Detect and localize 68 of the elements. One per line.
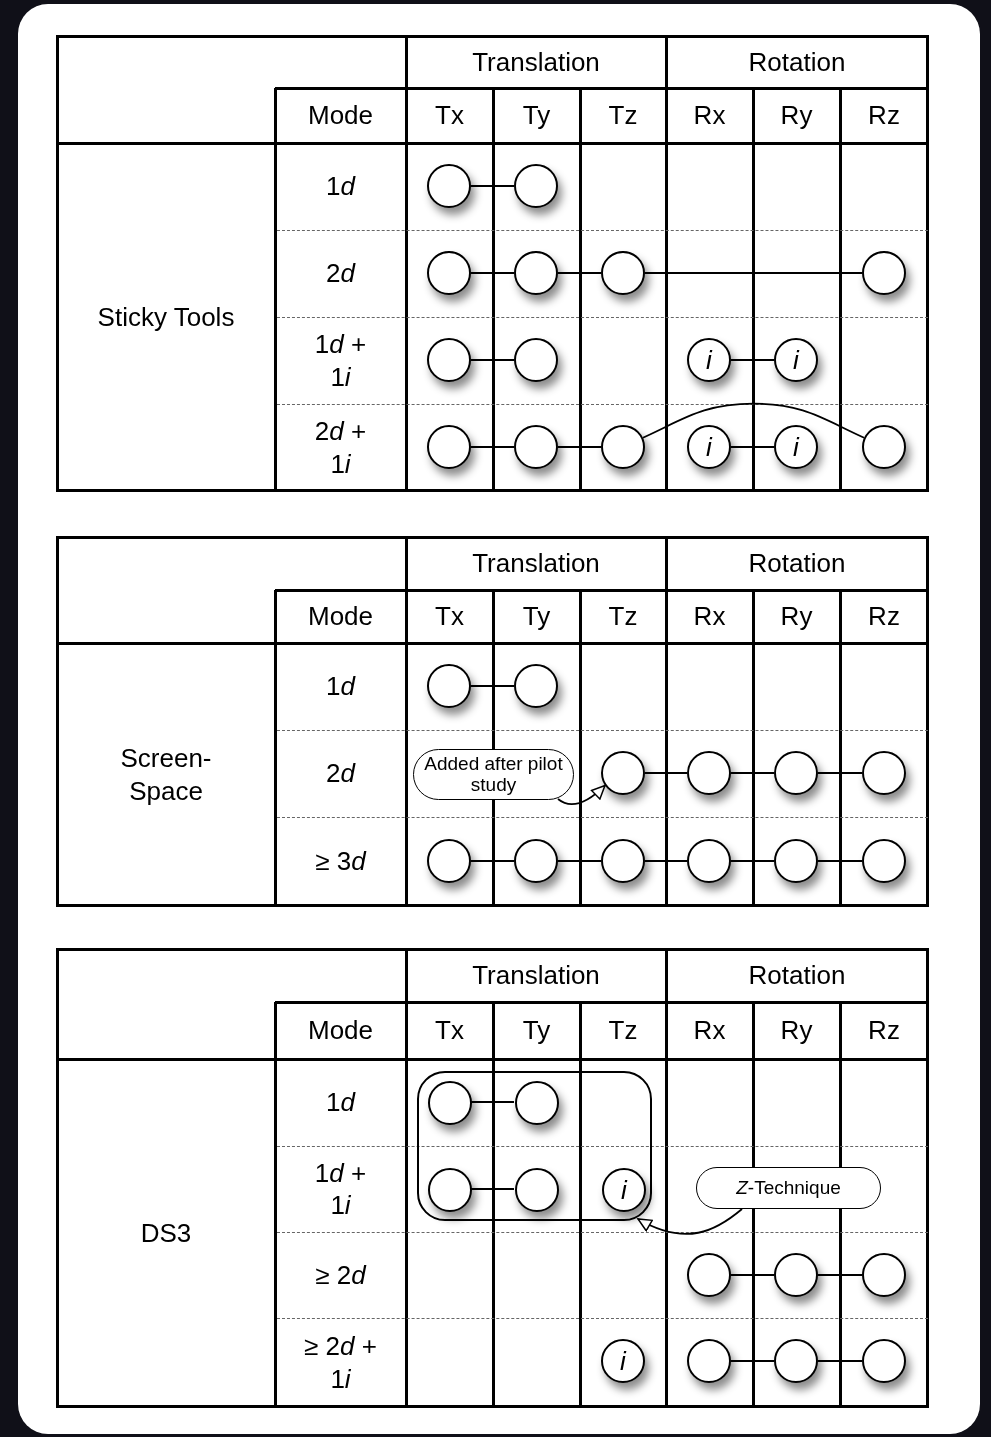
connector-line: [644, 272, 863, 274]
callout-bubble: Added after pilot study: [413, 749, 574, 800]
column-header: Ty: [522, 600, 551, 633]
column-header: Ry: [780, 1014, 813, 1047]
group-header: Rotation: [748, 547, 846, 580]
column-header: Rx: [693, 600, 726, 633]
column-header: Tx: [435, 1014, 464, 1047]
row-label: Screen-Space: [119, 742, 213, 807]
column-header: Rz: [868, 99, 900, 132]
column-header: Tx: [435, 600, 464, 633]
mode-label: 1d + 1i: [313, 1156, 368, 1222]
connector-line: [730, 772, 775, 774]
group-outline: [417, 1071, 652, 1221]
column-header: Tz: [608, 1014, 638, 1047]
connector-line: [557, 272, 602, 274]
connector-line: [817, 860, 863, 862]
connector-line: [470, 446, 515, 448]
column-header: Mode: [307, 600, 373, 633]
row-label: Sticky Tools: [97, 300, 235, 334]
mode-label: 2d: [326, 757, 355, 790]
mode-label: 2d + 1i: [313, 415, 368, 480]
connector-line: [557, 860, 602, 862]
group-header: Translation: [472, 959, 600, 992]
mode-label: ≥ 2d + 1i: [303, 1330, 378, 1395]
mode-label: 2d: [326, 257, 355, 290]
column-header: Mode: [307, 1014, 373, 1047]
mode-label: ≥ 3d: [315, 845, 366, 878]
column-header: Ty: [522, 1014, 551, 1047]
connector-line: [644, 860, 688, 862]
column-header: Rz: [868, 1014, 900, 1047]
column-header: Rx: [693, 99, 726, 132]
connector-line: [817, 1360, 863, 1362]
connector-line: [470, 359, 515, 361]
column-header: Mode: [307, 99, 373, 132]
connector-line: [644, 772, 688, 774]
connector-line: [730, 359, 775, 361]
connector-line: [557, 446, 602, 448]
connector-line: [470, 272, 515, 274]
connector-line: [730, 1360, 775, 1362]
group-header: Rotation: [748, 45, 846, 79]
column-header: Rx: [693, 1014, 726, 1047]
group-header: Translation: [472, 45, 600, 79]
column-header: Ty: [522, 99, 551, 132]
mode-label: 1d + 1i: [313, 328, 368, 393]
connector-line: [817, 772, 863, 774]
column-header: Tz: [608, 99, 638, 132]
connector-line: [730, 446, 775, 448]
connector-line: [730, 860, 775, 862]
callout-bubble: Z-Technique: [696, 1167, 881, 1209]
connector-line: [730, 1274, 775, 1276]
column-header: Tz: [608, 600, 638, 633]
connector-line: [817, 1274, 863, 1276]
group-header: Translation: [472, 547, 600, 580]
mode-label: ≥ 2d: [315, 1258, 366, 1292]
mode-label: 1d: [326, 170, 355, 203]
column-header: Tx: [435, 99, 464, 132]
connector-line: [470, 685, 515, 687]
group-header: Rotation: [748, 959, 846, 992]
row-label: DS3: [140, 1216, 192, 1250]
column-header: Ry: [780, 99, 813, 132]
column-header: Rz: [868, 600, 900, 633]
mode-label: 1d: [326, 1086, 355, 1119]
leader-arrow: [637, 1208, 743, 1235]
mode-label: 1d: [326, 670, 355, 703]
connector-line: [470, 185, 515, 187]
connector-line: [470, 860, 515, 862]
leader-arrow: [557, 784, 606, 806]
column-header: Ry: [780, 600, 813, 633]
